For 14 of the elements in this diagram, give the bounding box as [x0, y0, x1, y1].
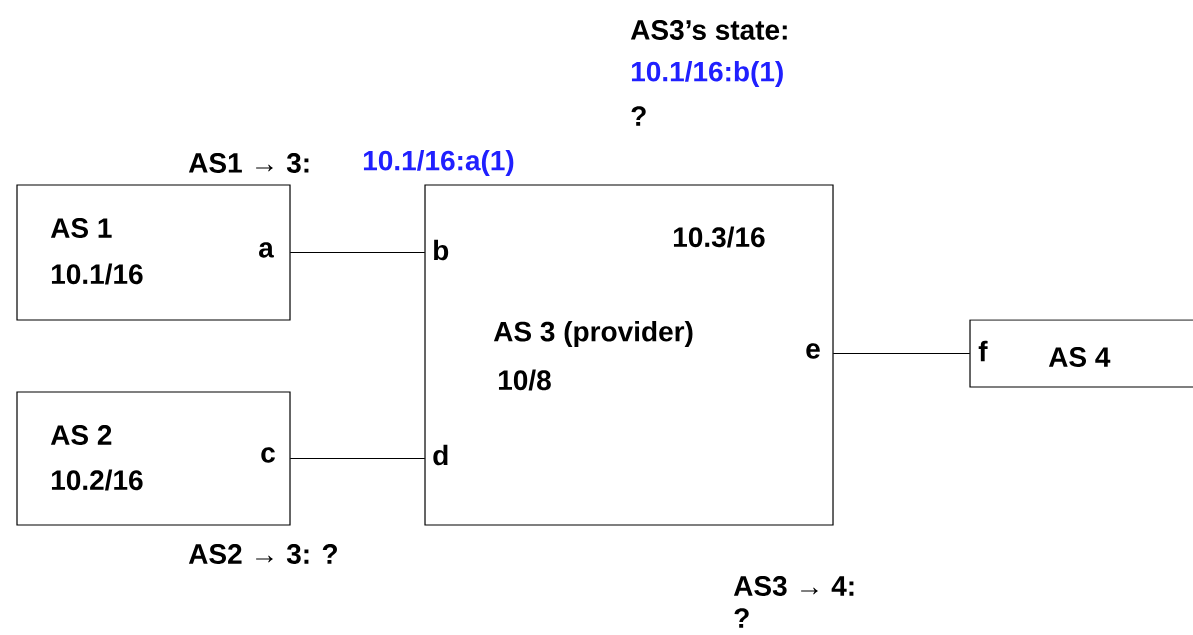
annotation-text: ?	[631, 106, 646, 126]
connector-line	[289, 457, 426, 460]
as-box: AS 1 10.1/16 a	[16, 184, 291, 321]
annotation-text: AS3’s state:	[630, 20, 787, 40]
annotation-text: 10.1/16:a(1)	[363, 149, 514, 177]
as-box: f AS 4	[969, 319, 1193, 388]
connector-line	[832, 352, 971, 355]
annotation-text: AS3 → 4:	[733, 576, 854, 596]
annotation-text: 10.1/16:b(1)	[631, 60, 783, 88]
annotation-text: AS2 → 3: ?	[188, 544, 337, 564]
as-box: AS 2 10.2/16 c	[16, 391, 291, 526]
connector-line	[289, 251, 426, 254]
annotation-text: ?	[734, 608, 749, 628]
as-box: 10.3/16 AS 3 (provider) 10/8 b d e	[424, 184, 834, 526]
